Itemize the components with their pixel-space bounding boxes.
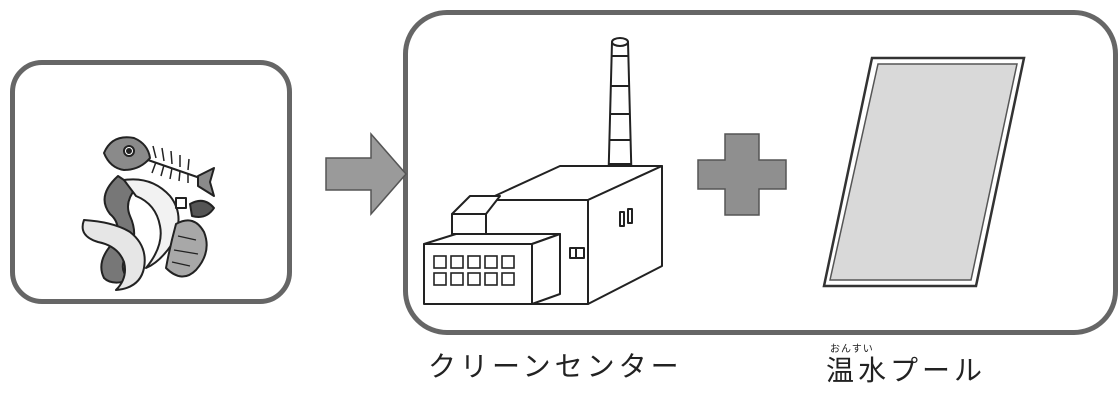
pool-icon	[822, 56, 1026, 288]
factory-window	[467, 272, 481, 286]
pool-ruby: おんすい	[830, 344, 874, 355]
factory-windows	[433, 255, 515, 286]
factory-window	[484, 255, 498, 269]
garbage-icon	[81, 136, 215, 291]
clean-center-label: クリーンセンター	[428, 350, 683, 383]
factory-window	[501, 272, 515, 286]
factory-window	[501, 255, 515, 269]
factory-window	[450, 272, 464, 286]
factory-window	[450, 255, 464, 269]
factory-window	[484, 272, 498, 286]
factory-window	[467, 255, 481, 269]
factory-window	[433, 255, 447, 269]
plus-icon	[697, 133, 787, 216]
pool-label: 温水プール	[826, 354, 987, 387]
factory-window	[433, 272, 447, 286]
arrow-right-icon	[325, 132, 407, 216]
